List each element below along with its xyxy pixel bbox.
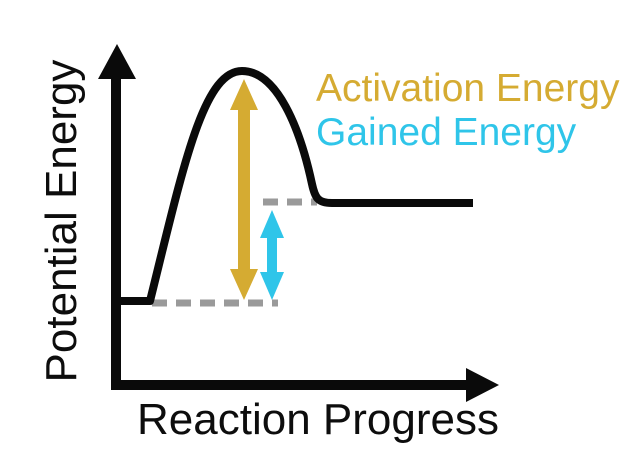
activation-energy-arrow	[230, 79, 258, 300]
y-axis-arrowhead-icon	[98, 44, 136, 79]
x-axis-label: Reaction Progress	[137, 395, 499, 444]
gained-arrow-down-icon	[260, 272, 284, 300]
activation-energy-label: Activation Energy	[316, 67, 620, 110]
y-axis	[98, 44, 136, 390]
gained-energy-label: Gained Energy	[316, 111, 577, 154]
gained-energy-arrow	[260, 210, 284, 300]
activation-arrow-down-icon	[230, 269, 258, 300]
gained-arrow-up-icon	[260, 210, 284, 238]
activation-arrow-up-icon	[230, 79, 258, 110]
x-axis-arrowhead-icon	[466, 368, 499, 402]
x-axis	[111, 368, 499, 402]
y-axis-label: Potential Energy	[37, 59, 86, 383]
reaction-pathway-curve	[113, 67, 473, 305]
